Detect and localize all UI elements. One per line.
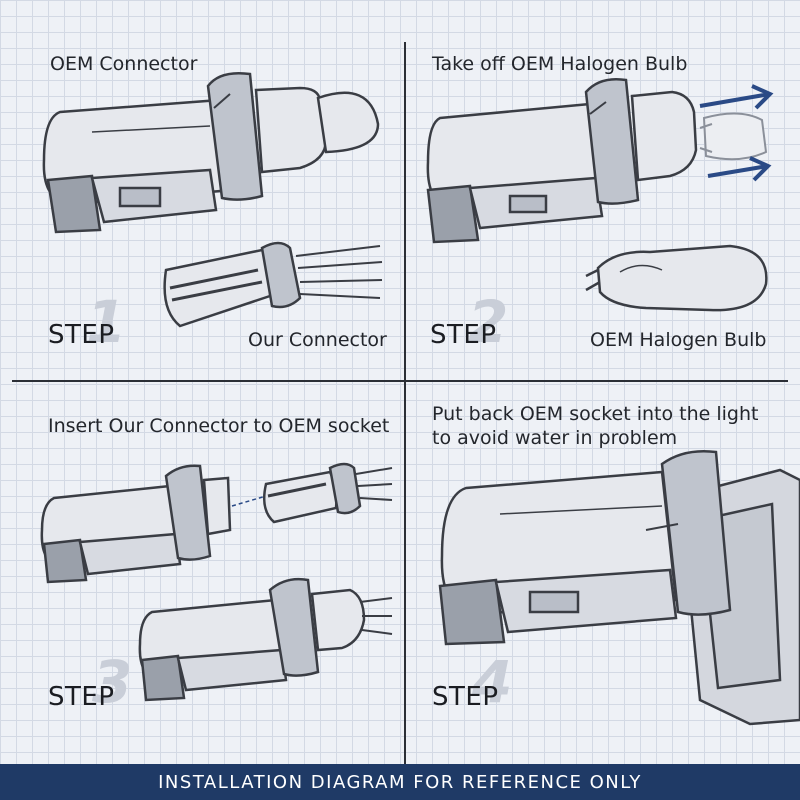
panel-2-subcaption: OEM Halogen Bulb bbox=[590, 329, 767, 351]
assembled-connector-shape bbox=[138, 577, 393, 702]
faded-bulb-shape bbox=[699, 112, 768, 161]
pull-arrows bbox=[699, 84, 774, 182]
panel-3-title: Insert Our Connector to OEM socket bbox=[48, 415, 390, 437]
step-2-number: 2 bbox=[468, 288, 509, 356]
panel-4-title-line-1: Put back OEM socket into the light bbox=[432, 403, 759, 425]
oem-connector-illustration bbox=[42, 72, 383, 328]
step-3-number: 3 bbox=[92, 648, 133, 716]
footer-banner: INSTALLATION DIAGRAM FOR REFERENCE ONLY bbox=[0, 764, 800, 800]
insert-connector-illustration bbox=[40, 462, 393, 702]
step-4-label: STEP bbox=[432, 682, 499, 712]
panel-2-title: Take off OEM Halogen Bulb bbox=[432, 53, 688, 75]
our-connector-shape bbox=[163, 241, 383, 328]
reinstall-socket-illustration bbox=[438, 450, 800, 726]
footer-text: INSTALLATION DIAGRAM FOR REFERENCE ONLY bbox=[158, 771, 642, 793]
alignment-guide bbox=[231, 495, 267, 507]
step-2-label: STEP bbox=[430, 320, 497, 350]
halogen-bulb-shape bbox=[585, 244, 768, 312]
panel-step-1: OEM Connector Our Connector 1 STEP bbox=[0, 0, 400, 380]
horizontal-divider bbox=[12, 380, 788, 382]
step-1-number: 1 bbox=[86, 288, 127, 356]
step-4-number: 4 bbox=[472, 648, 513, 716]
panel-step-3: Insert Our Connector to OEM socket 3 STE… bbox=[0, 380, 400, 764]
panel-step-4: Put back OEM socket into the light to av… bbox=[400, 380, 800, 764]
vertical-divider bbox=[404, 42, 406, 764]
remove-bulb-illustration bbox=[426, 78, 774, 312]
step-3-label: STEP bbox=[48, 682, 115, 712]
panel-1-subcaption: Our Connector bbox=[248, 329, 387, 351]
diagram-frame bbox=[12, 12, 788, 764]
step-1-label: STEP bbox=[48, 320, 115, 350]
panel-4-title-line-2: to avoid water in problem bbox=[432, 427, 678, 449]
panel-step-2: Take off OEM Halogen Bulb OEM Halogen Bu… bbox=[400, 0, 800, 380]
panel-1-title: OEM Connector bbox=[50, 53, 198, 75]
